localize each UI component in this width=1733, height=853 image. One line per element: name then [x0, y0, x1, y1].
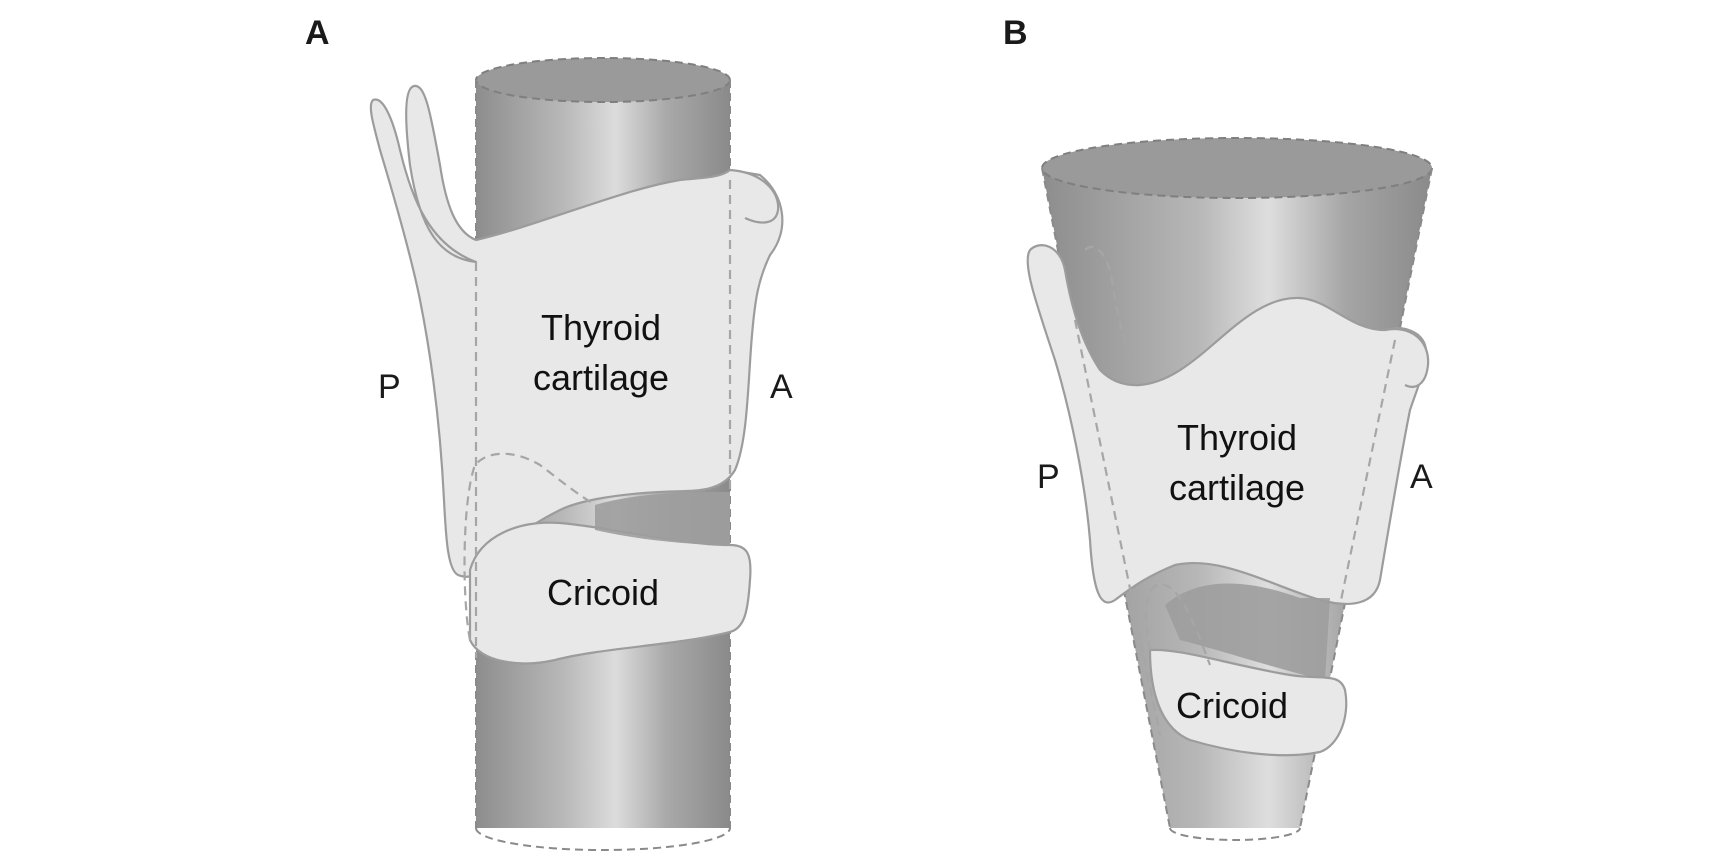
panel-a-anterior-label: A	[770, 368, 793, 406]
panel-b-cricoid	[1148, 648, 1348, 757]
panel-a-cricoid-label: Cricoid	[547, 572, 659, 613]
panel-b-hidden-tube-lines	[1073, 319, 1397, 736]
panel-a-hidden-tube-lines	[474, 180, 732, 658]
panel-b-letter: B	[1003, 14, 1028, 52]
panel-b-thyroid-label-line2: cartilage	[1169, 467, 1305, 508]
panel-b-hidden-horn-outline	[1084, 245, 1137, 371]
panel-b: B P A Thyroid cartilage Cricoid	[1003, 14, 1433, 841]
panel-a: A P A Thyroid cartilage Cricoid	[305, 14, 793, 851]
panel-b-cricothyroid-gap	[1165, 583, 1330, 680]
panel-b-anterior-label: A	[1410, 458, 1433, 496]
panel-a-thyroid-notch	[729, 168, 780, 224]
panel-a-thyroid-label-line1: Thyroid	[541, 307, 661, 348]
panel-a-cricoid	[468, 521, 752, 665]
panel-b-posterior-label: P	[1037, 458, 1060, 496]
panel-b-cricoid-label: Cricoid	[1176, 685, 1288, 726]
panel-b-thyroid-label-line1: Thyroid	[1177, 417, 1297, 458]
panel-b-hidden-cricoid-outline	[1144, 583, 1212, 666]
panel-a-posterior-label: P	[378, 368, 401, 406]
panel-a-hidden-cricoid-outline	[463, 452, 611, 641]
panel-b-thyroid-notch	[1384, 327, 1430, 388]
panel-a-cricothyroid-gap	[595, 492, 730, 545]
panel-a-thyroid-label-line2: cartilage	[533, 357, 669, 398]
panel-a-letter: A	[305, 14, 330, 52]
panel-a-thyroid-cartilage	[369, 84, 784, 578]
